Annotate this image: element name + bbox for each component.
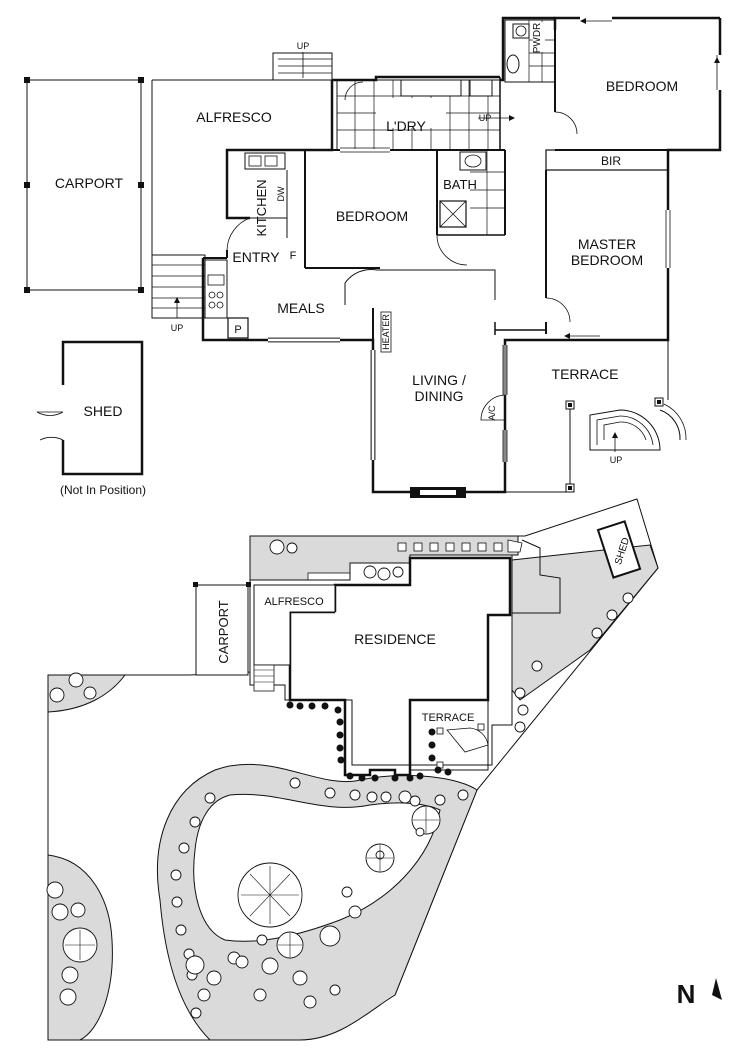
- alfresco-stairs-up-label: UP: [297, 41, 310, 51]
- heater-label: HEATER: [381, 314, 391, 350]
- entry-stairs-up-label: UP: [171, 323, 184, 333]
- master-bedroom-label-line1: MASTER: [578, 236, 636, 252]
- entry-steps: UP: [151, 254, 206, 333]
- site-shed: SHED: [596, 520, 642, 579]
- master-bedroom-label-line2: BEDROOM: [571, 252, 643, 268]
- hall-stairs-up-label: UP: [479, 113, 492, 123]
- terrace-stairs-up-label: UP: [610, 455, 623, 465]
- pantry-label: P: [234, 324, 241, 336]
- built-in-robe: BIR: [545, 149, 669, 171]
- site-alfresco-label: ALFRESCO: [264, 596, 324, 608]
- site-residence-label: RESIDENCE: [354, 631, 436, 647]
- living-label-line1: LIVING /: [412, 372, 466, 388]
- bedroom-2: BEDROOM: [304, 147, 468, 269]
- floor-plan: CARPORT UP ALFRESCO UP: [24, 16, 722, 498]
- site-terrace-label: TERRACE: [422, 712, 475, 724]
- site-carport-label: CARPORT: [216, 600, 231, 663]
- carport-label: CARPORT: [55, 175, 124, 191]
- entry-label: ENTRY: [232, 249, 280, 265]
- kitchen: KITCHEN DW: [227, 149, 305, 238]
- hedge-dots: [286, 701, 452, 782]
- laundry: L'DRY: [336, 79, 501, 151]
- fridge-label: F: [290, 250, 297, 262]
- site-carport: CARPORT: [193, 582, 251, 676]
- compass-arrow-icon: [712, 978, 722, 1000]
- compass-label: N: [677, 979, 696, 1009]
- tree-canopy-detail: [65, 807, 439, 960]
- shed-note: (Not In Position): [60, 483, 146, 497]
- bedroom-1-label: BEDROOM: [606, 78, 678, 94]
- terrace: UP TERRACE: [504, 339, 687, 493]
- top-fence: [397, 539, 523, 553]
- terrace-label: TERRACE: [552, 366, 619, 382]
- carport: CARPORT: [24, 77, 144, 293]
- living-zone: P F ENTRY MEALS HEATER A/C LIVING /: [203, 217, 545, 462]
- laundry-label: L'DRY: [386, 118, 426, 134]
- bedroom-2-label: BEDROOM: [336, 208, 408, 224]
- powder-room: PWDR UP: [478, 19, 556, 123]
- residence: RESIDENCE ALFRESCO TERRACE: [249, 554, 513, 777]
- powder-label: PWDR: [532, 23, 543, 54]
- master-bedroom: MASTER BEDROOM: [545, 170, 671, 339]
- north-arrow: N: [677, 978, 722, 1009]
- plantings: [46, 539, 634, 1019]
- shed-label: SHED: [84, 403, 123, 419]
- bathroom: BATH: [437, 149, 506, 236]
- living-label-line2: DINING: [415, 388, 464, 404]
- bedroom-1: BEDROOM: [554, 16, 722, 151]
- bir-label: BIR: [601, 154, 621, 168]
- kitchen-label: KITCHEN: [254, 179, 269, 236]
- aircon-label: A/C: [487, 405, 497, 421]
- alfresco-label: ALFRESCO: [196, 109, 272, 125]
- meals-label: MEALS: [277, 300, 324, 316]
- site-plan: RESIDENCE ALFRESCO TERRACE CARPORT SHED: [46, 498, 659, 1041]
- shed: SHED (Not In Position): [36, 340, 146, 497]
- bath-label: BATH: [443, 177, 477, 192]
- dishwasher-label: DW: [276, 186, 286, 201]
